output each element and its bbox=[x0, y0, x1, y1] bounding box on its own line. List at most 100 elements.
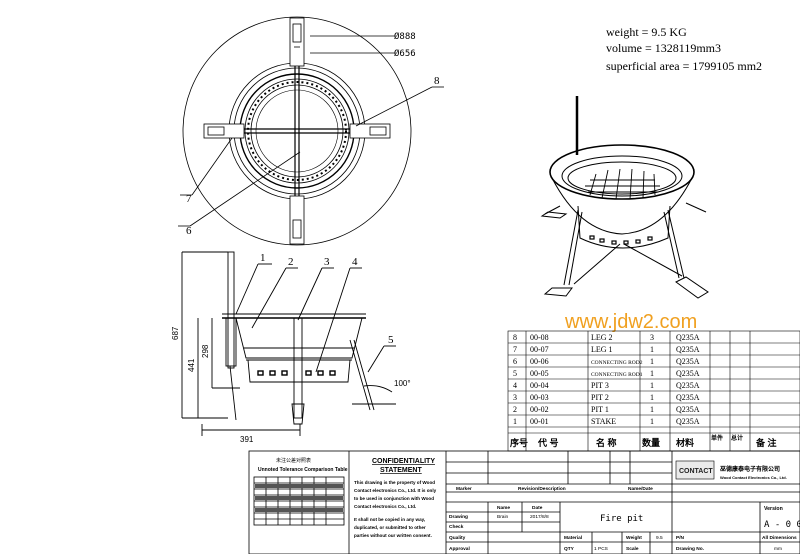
bom-head-material: 材料 bbox=[675, 437, 694, 448]
col-date-label: Date bbox=[532, 505, 543, 511]
bom-cell-no: 2 bbox=[513, 405, 517, 414]
bom-cell-material: Q235A bbox=[676, 333, 700, 342]
version-label: Version bbox=[764, 506, 783, 512]
bom-cell-qty: 1 bbox=[650, 417, 654, 426]
side-callout-4: 4 bbox=[352, 256, 358, 268]
bom-cell-no: 5 bbox=[513, 369, 517, 378]
qty-label: QTY bbox=[564, 546, 575, 552]
side-callout-3: 3 bbox=[324, 256, 330, 268]
side-view bbox=[181, 251, 396, 436]
side-view-labels: 1 2 3 4 5 bbox=[260, 252, 394, 346]
confidentiality-line: duplicated, or submitted to other bbox=[354, 525, 426, 530]
bom-cell-qty: 1 bbox=[650, 405, 654, 414]
bom-cell-no: 6 bbox=[513, 357, 517, 366]
confidentiality-line: to be used in conjunction with Wood bbox=[354, 496, 434, 501]
bom-cell-material: Q235A bbox=[676, 393, 700, 402]
bom-cell-name: STAKE bbox=[591, 417, 616, 426]
bom-cell-qty: 1 bbox=[650, 345, 654, 354]
bom-head-remark: 备 注 bbox=[755, 437, 777, 448]
confidentiality-line: This drawing is the property of Wood bbox=[354, 480, 435, 485]
pn-label: P/N bbox=[676, 535, 685, 541]
weight-label: Weight bbox=[626, 535, 642, 541]
bom-head-name: 名 称 bbox=[596, 437, 617, 448]
marker-label: Marker bbox=[456, 486, 472, 492]
quality-label: Quality bbox=[449, 535, 466, 541]
scale-label: Scale bbox=[626, 546, 639, 552]
confidentiality-line: parties without our written consent. bbox=[354, 533, 432, 538]
bom-cell-qty: 1 bbox=[650, 381, 654, 390]
company-logo-text: CONTACT bbox=[679, 468, 713, 475]
isometric-view bbox=[540, 96, 709, 299]
tolerance-fill bbox=[255, 484, 343, 512]
weight-value: 9.5 bbox=[656, 535, 663, 541]
drawing-date: 2017/8/8 bbox=[530, 514, 549, 520]
company-name-cn: 巫德康泰电子有限公司 bbox=[720, 465, 780, 473]
bom-cell-name: LEG 2 bbox=[591, 333, 613, 342]
bom-cell-code: 00-03 bbox=[530, 393, 549, 402]
bom-cell-no: 8 bbox=[513, 333, 517, 342]
company-name-en: Wood Contact Electronics Co., Ltd. bbox=[720, 475, 787, 480]
spec-block: weight = 9.5 KG volume = 1328119mm3 supe… bbox=[606, 25, 762, 73]
spec-weight: weight = 9.5 KG bbox=[606, 25, 687, 39]
confidentiality-line: Contact electronics Co., Ltd. It is only bbox=[354, 488, 437, 493]
bom-cell-code: 00-05 bbox=[530, 369, 549, 378]
dim-298: 298 bbox=[201, 344, 210, 358]
confidentiality-line: It shall not be copied in any way, bbox=[354, 517, 425, 522]
bom-head-qty: 数量 bbox=[642, 437, 660, 448]
callout-7: 7 bbox=[186, 193, 192, 205]
approval-label: Approval bbox=[449, 546, 470, 552]
spec-area: superficial area = 1799105 mm2 bbox=[606, 59, 762, 73]
bom-header: 序号 代 号 名 称 数量 材料 单件 总计 备 注 bbox=[510, 434, 777, 448]
bom-cell-code: 00-01 bbox=[530, 417, 549, 426]
bom-cell-qty: 1 bbox=[650, 393, 654, 402]
bom-cell-material: Q235A bbox=[676, 417, 700, 426]
bom-cell-no: 3 bbox=[513, 393, 517, 402]
bom-cell-material: Q235A bbox=[676, 405, 700, 414]
material-label: Material bbox=[564, 535, 582, 541]
title-block-frame bbox=[248, 450, 800, 554]
bom-cell-name: PIT 1 bbox=[591, 405, 609, 414]
bom-head-no: 序号 bbox=[510, 437, 528, 448]
spec-volume: volume = 1328119mm3 bbox=[606, 41, 721, 55]
part-title: Fire pit bbox=[600, 514, 643, 524]
top-view bbox=[178, 16, 444, 246]
drawing-no-label: Drawing No. bbox=[676, 546, 704, 552]
version-value: A - 0 0 bbox=[764, 520, 800, 530]
bom-cell-no: 4 bbox=[513, 381, 517, 390]
col-name-label: Name bbox=[497, 505, 510, 511]
watermark-text: www.jdw2.com bbox=[564, 311, 697, 333]
bom-cell-qty: 3 bbox=[650, 333, 654, 342]
bom-cell-name: CONNECTING ROD2 bbox=[591, 360, 643, 366]
bom-head-unit: 单件 bbox=[711, 434, 723, 442]
title-block-labels: Marker Revision/Description Name/Date Ve… bbox=[449, 486, 797, 552]
qty-value: 1 PCS bbox=[594, 546, 608, 552]
side-callout-5: 5 bbox=[388, 334, 394, 346]
name-date-label: Name/Date bbox=[628, 486, 653, 492]
bom-cell-no: 1 bbox=[513, 417, 517, 426]
unit-label: mm bbox=[774, 547, 782, 552]
confidentiality-subtitle: STATEMENT bbox=[380, 467, 422, 474]
tolerance-subtitle: Unnoted Tolerance Comparison Table bbox=[258, 467, 348, 473]
check-label: Check bbox=[449, 524, 464, 530]
angle-label: 100° bbox=[394, 379, 411, 388]
bom-cell-qty: 1 bbox=[650, 357, 654, 366]
confidentiality-line: Contact electronics Co., Ltd. bbox=[354, 504, 416, 509]
bom-cell-code: 00-04 bbox=[530, 381, 549, 390]
bom-cell-material: Q235A bbox=[676, 369, 700, 378]
bom-cell-no: 7 bbox=[513, 345, 517, 354]
revision-label: Revision/Description bbox=[518, 486, 566, 492]
bom-cell-code: 00-07 bbox=[530, 345, 549, 354]
bom-cell-material: Q235A bbox=[676, 345, 700, 354]
all-dims-label: All Dimensions bbox=[762, 535, 797, 541]
tolerance-title: 未注公差对照表 bbox=[276, 457, 311, 464]
bom-head-total: 总计 bbox=[731, 434, 743, 442]
callout-8: 8 bbox=[434, 75, 440, 87]
dia-outer-label: Ø888 bbox=[394, 31, 416, 42]
bom-cell-name: PIT 2 bbox=[591, 393, 609, 402]
confidentiality-title: CONFIDENTIALITY bbox=[372, 458, 435, 465]
callout-6: 6 bbox=[186, 225, 192, 237]
bom-head-code: 代 号 bbox=[537, 437, 559, 448]
side-callout-2: 2 bbox=[288, 256, 294, 268]
